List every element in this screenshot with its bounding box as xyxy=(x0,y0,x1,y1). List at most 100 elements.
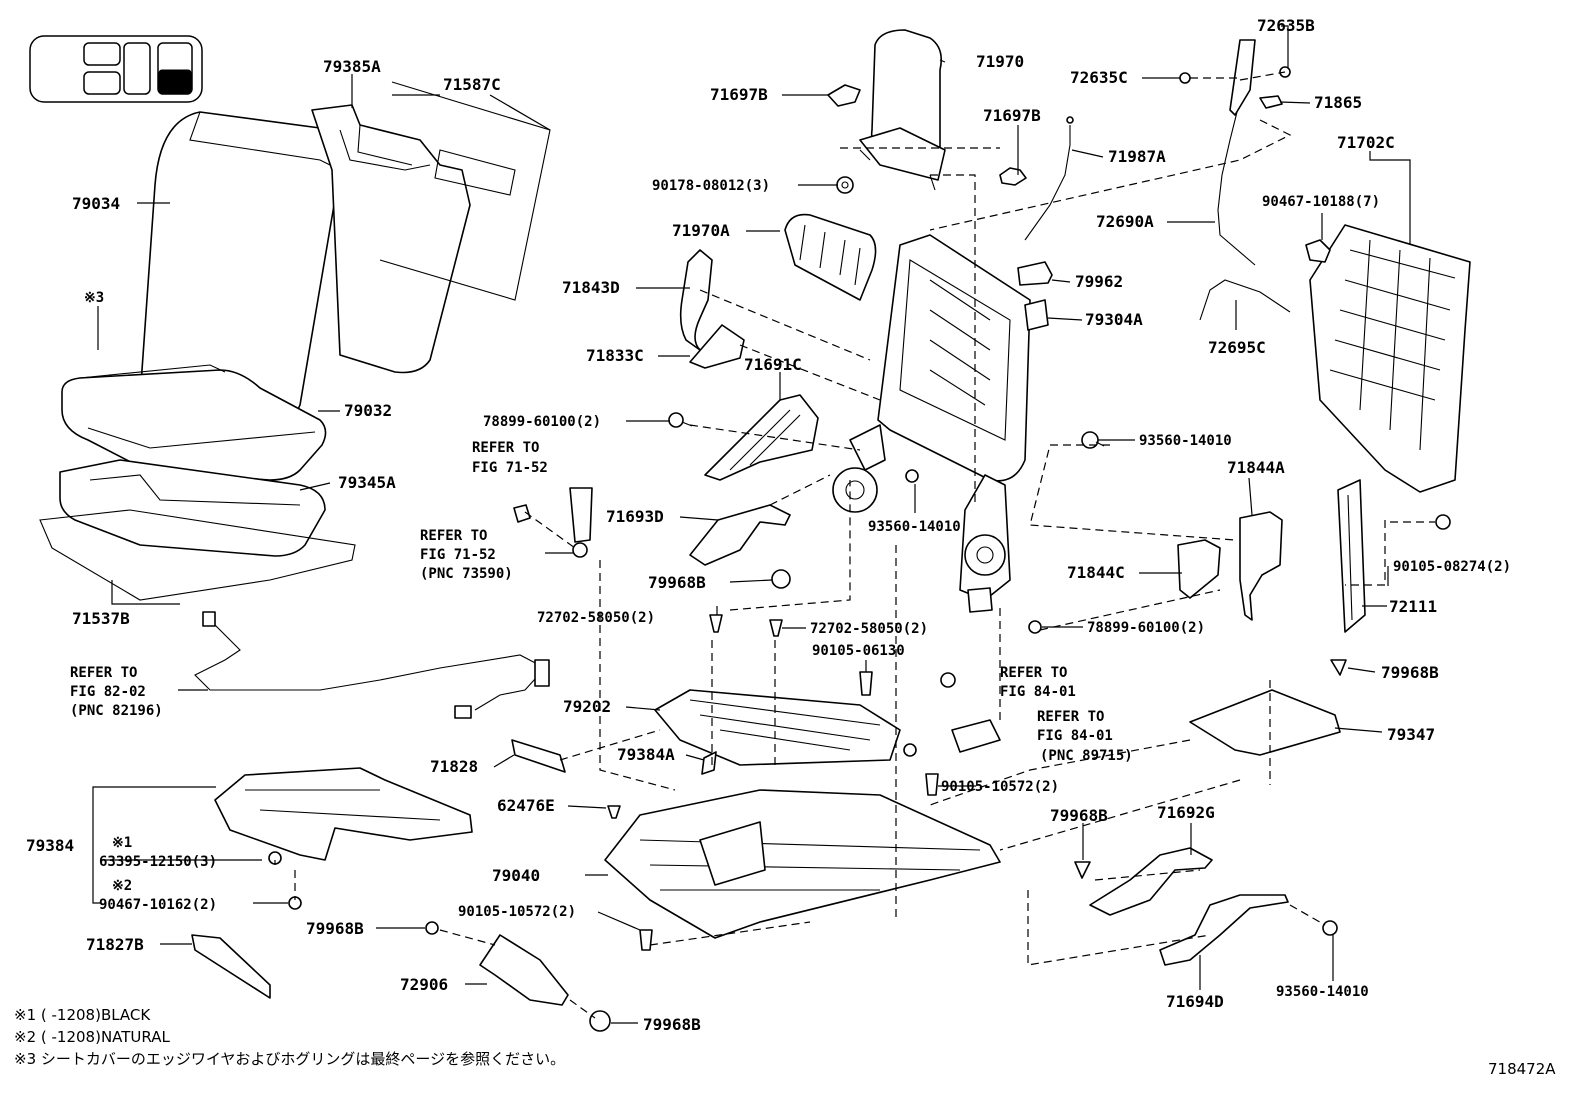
footnote-2: ※2 ( -1208)NATURAL xyxy=(14,1028,170,1046)
cover-71692G xyxy=(1089,847,1213,916)
label-refer-7152b-1: REFER TO xyxy=(420,528,487,544)
plug-79968B-e xyxy=(589,1010,611,1032)
cable-72690A xyxy=(1217,39,1256,266)
seatback-pad-71587C xyxy=(379,81,551,301)
nut-refer-8401 xyxy=(940,672,956,688)
plug-79968B-d xyxy=(425,921,439,935)
label-refer-8401a-1: REFER TO xyxy=(1000,665,1067,681)
clip-62476E xyxy=(607,805,621,819)
seat-adjuster-79202 xyxy=(654,689,917,766)
cover-71693D xyxy=(689,504,791,566)
cover-71843D xyxy=(679,249,713,351)
label-71702C: 71702C xyxy=(1337,133,1395,152)
label-90105-06130: 90105-06130 xyxy=(812,643,905,659)
clip-90467-10188 xyxy=(1305,239,1331,263)
cover-71833C xyxy=(689,324,745,369)
footnotes: ※1 ( -1208)BLACK ※2 ( -1208)NATURAL ※3 シ… xyxy=(14,1006,1556,1078)
label-93560-d: 93560-14010 xyxy=(1276,984,1369,1000)
seatback-frame-79304A xyxy=(832,234,1031,513)
label-79962: 79962 xyxy=(1075,272,1123,291)
label-90467-10162: 90467-10162(2) xyxy=(99,897,217,913)
cover-71691C xyxy=(704,394,819,481)
label-79202: 79202 xyxy=(563,697,611,716)
label-62476E: 62476E xyxy=(497,796,555,815)
label-78899-a: 78899-60100(2) xyxy=(483,414,601,430)
label-79032: 79032 xyxy=(344,401,392,420)
label-72906: 72906 xyxy=(400,975,448,994)
label-71828: 71828 xyxy=(430,757,478,776)
cover-71694D xyxy=(1159,894,1289,966)
label-refer-7152b-2: FIG 71-52 xyxy=(420,547,496,563)
label-71827B: 71827B xyxy=(86,935,144,954)
pad-71537B xyxy=(39,509,356,601)
label-93560-b: 93560-14010 xyxy=(1139,433,1232,449)
label-79968B-d: 79968B xyxy=(306,919,364,938)
label-79304A: 79304A xyxy=(1085,310,1143,329)
bolt-93560-a xyxy=(905,469,919,483)
label-mark2: ※2 xyxy=(112,878,132,894)
footnote-3: ※3 シートカバーのエッジワイヤおよびホグリングは最終ページを参照ください。 xyxy=(14,1050,565,1068)
label-72635B: 72635B xyxy=(1257,16,1315,35)
label-refer-8202-1: REFER TO xyxy=(70,665,137,681)
label-79968B-e: 79968B xyxy=(643,1015,701,1034)
label-71693D: 71693D xyxy=(606,507,664,526)
label-71691C: 71691C xyxy=(744,355,802,374)
label-71697B-b: 71697B xyxy=(983,106,1041,125)
cable-72695C xyxy=(1199,279,1291,321)
cushion-frame-79345A xyxy=(59,459,326,557)
cover-72906 xyxy=(479,934,569,1006)
label-refer-7152a-1: REFER TO xyxy=(472,440,539,456)
label-90105-10572-a: 90105-10572(2) xyxy=(941,779,1059,795)
label-78899-b: 78899-60100(2) xyxy=(1087,620,1205,636)
label-72702-b: 72702-58050(2) xyxy=(810,621,928,637)
label-79034: 79034 xyxy=(72,194,120,213)
cover-79347 xyxy=(1189,689,1341,756)
seat-position-icon xyxy=(29,35,203,103)
bolt-72702-b xyxy=(769,619,783,637)
label-mark3: ※3 xyxy=(84,290,104,306)
label-72635C: 72635C xyxy=(1070,68,1128,87)
label-90105-08274: 90105-08274(2) xyxy=(1393,559,1511,575)
label-90105-10572-b: 90105-10572(2) xyxy=(458,904,576,920)
label-72702-a: 72702-58050(2) xyxy=(537,610,655,626)
label-79345A: 79345A xyxy=(338,473,396,492)
label-71970A: 71970A xyxy=(672,221,730,240)
label-90178: 90178-08012(3) xyxy=(652,178,770,194)
clip-72635C xyxy=(1179,72,1191,84)
plug-79968B-a xyxy=(771,569,791,589)
seatback-frame-79385A xyxy=(311,104,471,374)
bolt-90105-10572-b xyxy=(639,929,653,951)
trim-72111 xyxy=(1337,479,1366,633)
leader-lines xyxy=(92,25,1411,1024)
label-refer-8401b-2: FIG 84-01 xyxy=(1037,728,1113,744)
label-79968B-c: 79968B xyxy=(1050,806,1108,825)
label-71587C: 71587C xyxy=(443,75,501,94)
label-71987A: 71987A xyxy=(1108,147,1166,166)
trim-71827B xyxy=(191,934,271,999)
label-refer-8401a-2: FIG 84-01 xyxy=(1000,684,1076,700)
label-72690A: 72690A xyxy=(1096,212,1154,231)
clip-79968B-c xyxy=(1074,861,1091,879)
bolt-90105-10572-a xyxy=(925,773,939,796)
bracket-71828 xyxy=(511,739,566,773)
bolt-72702-a xyxy=(709,614,723,633)
label-refer-7152a-2: FIG 71-52 xyxy=(472,460,548,476)
part-71865 xyxy=(1259,95,1283,109)
cover-71844C xyxy=(1177,539,1221,599)
label-refer-8401b-1: REFER TO xyxy=(1037,709,1104,725)
recliner-lower xyxy=(959,474,1011,613)
seat-frame-79040 xyxy=(604,789,1001,939)
label-71697B-a: 71697B xyxy=(710,85,768,104)
label-79347: 79347 xyxy=(1387,725,1435,744)
bolt-90178 xyxy=(836,176,854,194)
label-refer-8202-3: (PNC 82196) xyxy=(70,703,163,719)
label-93560-a: 93560-14010 xyxy=(868,519,961,535)
ecu-refer-8401 xyxy=(951,719,1001,753)
label-79968B-a: 79968B xyxy=(648,573,706,592)
label-71537B: 71537B xyxy=(72,609,130,628)
label-72695C: 72695C xyxy=(1208,338,1266,357)
label-71694D: 71694D xyxy=(1166,992,1224,1011)
figure-id: 718472A xyxy=(1488,1060,1556,1078)
label-refer-8401b-3: (PNC 89715) xyxy=(1040,748,1133,764)
